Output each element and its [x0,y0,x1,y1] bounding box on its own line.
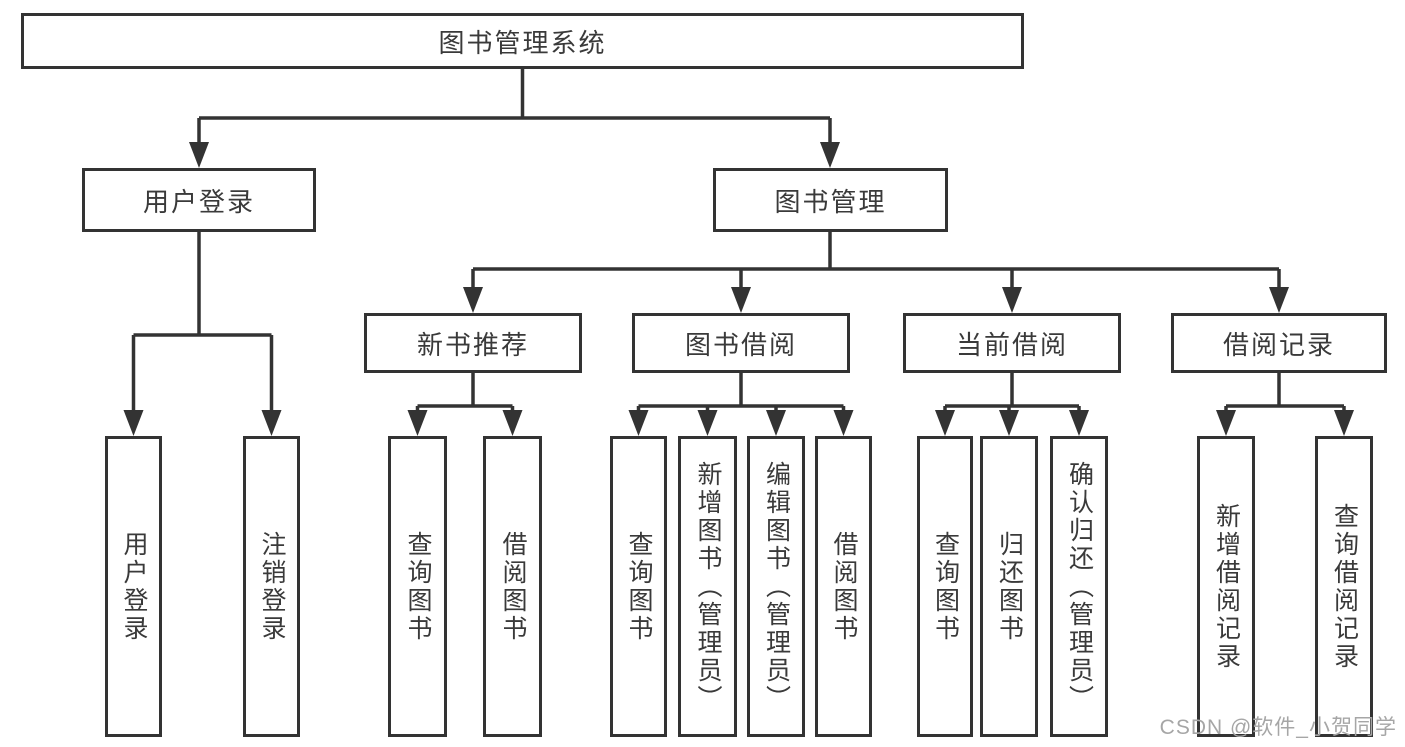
node-current-borrow: 当前借阅 [903,313,1121,373]
node-user-login: 用户登录 [82,168,316,232]
connector-borrow-records-children [1216,373,1354,436]
leaf-query-books-borrow: 查询图书 [610,436,667,737]
node-book-management: 图书管理 [713,168,948,232]
node-borrow-records: 借阅记录 [1171,313,1387,373]
node-root: 图书管理系统 [21,13,1024,69]
connector-book-management-children [463,232,1289,313]
connector-new-book-children [407,373,523,436]
leaf-return-book: 归还图书 [980,436,1038,737]
leaf-query-books-recommend: 查询图书 [388,436,447,737]
connector-root-to-level1 [189,69,840,168]
leaf-logout: 注销登录 [243,436,300,737]
node-book-borrow: 图书借阅 [632,313,850,373]
leaf-borrow-book: 借阅图书 [815,436,872,737]
leaf-user-login: 用户登录 [105,436,162,737]
connector-user-login-children [123,232,282,436]
leaf-add-borrow-record: 新增借阅记录 [1197,436,1255,737]
connector-current-borrow-children [935,373,1089,436]
leaf-query-borrow-record: 查询借阅记录 [1315,436,1373,737]
leaf-query-books-current: 查询图书 [917,436,973,737]
leaf-edit-book-admin: 编辑图书（管理员） [747,436,805,737]
csdn-watermark: CSDN @软件_小贺同学 [1159,716,1397,739]
leaf-add-book-admin: 新增图书（管理员） [678,436,737,737]
leaf-borrow-books-recommend: 借阅图书 [483,436,542,737]
connector-book-borrow-children [628,373,854,436]
leaf-confirm-return-admin: 确认归还（管理员） [1050,436,1108,737]
node-new-book-recommend: 新书推荐 [364,313,582,373]
